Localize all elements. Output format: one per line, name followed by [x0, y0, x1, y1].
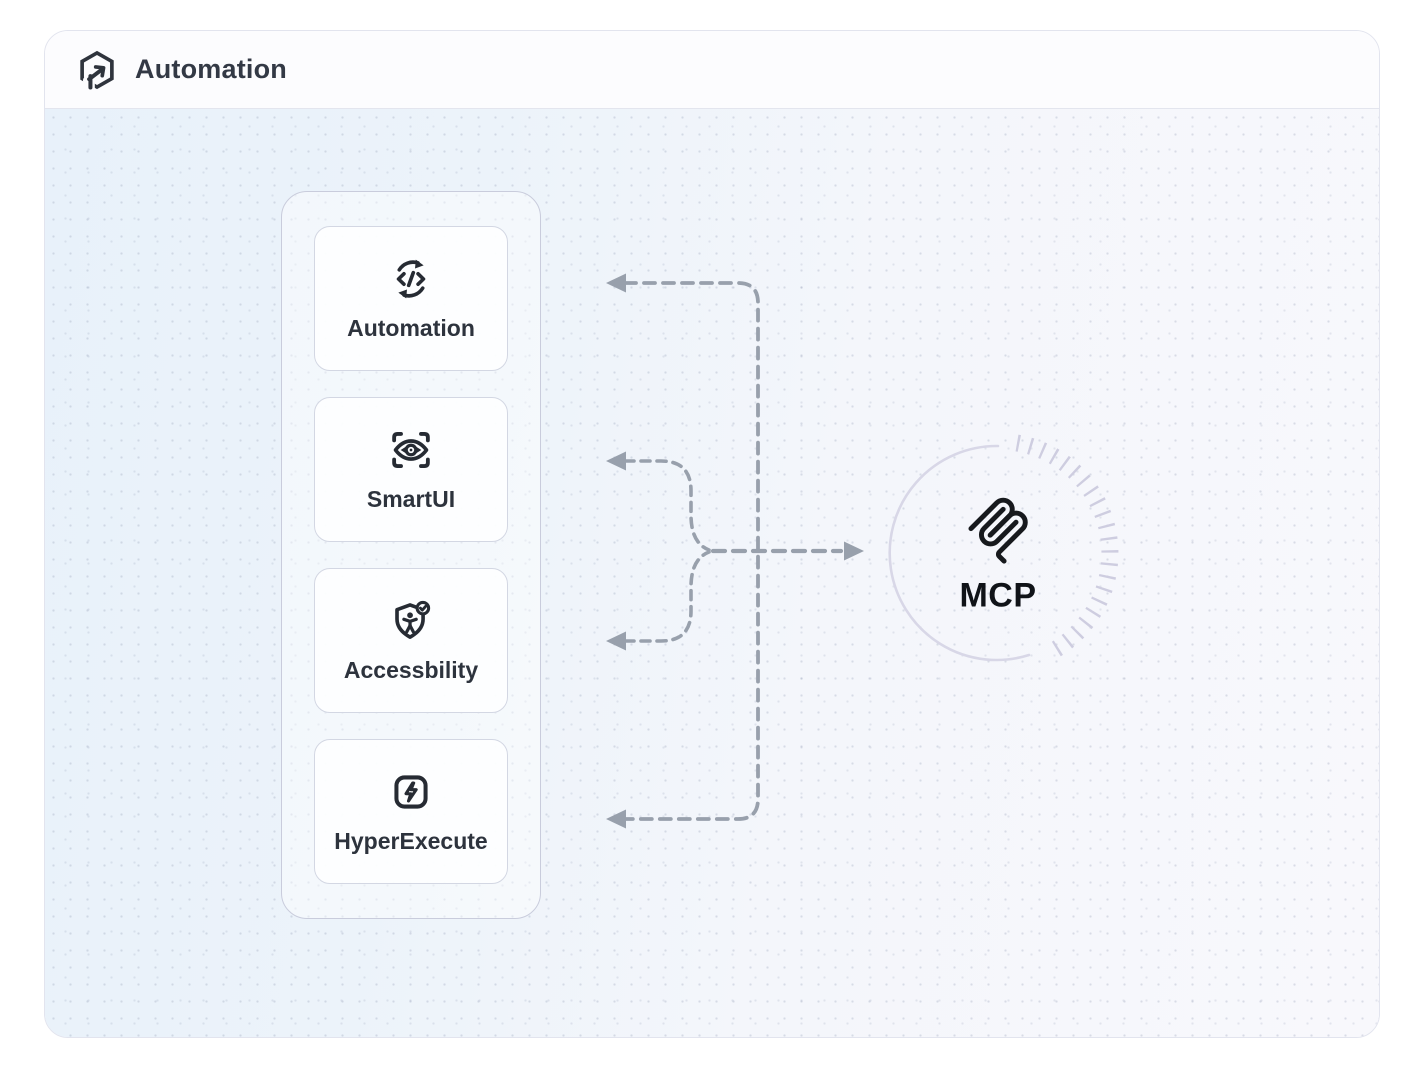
page-title: Automation: [135, 54, 287, 84]
mcp-node[interactable]: MCP: [959, 491, 1036, 616]
arrowhead-automation: [606, 273, 626, 293]
arrowhead-hyperexecute: [606, 809, 626, 829]
product-card-smartui[interactable]: SmartUI: [314, 397, 508, 542]
connector-lines: [606, 273, 1119, 829]
product-card-automation[interactable]: Automation: [314, 226, 508, 371]
mcp-ring-arc: [888, 444, 1031, 662]
product-card-hyperexecute[interactable]: HyperExecute: [314, 739, 508, 884]
product-label: SmartUI: [366, 485, 456, 512]
product-card-accessbility[interactable]: Accessbility: [314, 568, 508, 713]
header: Automation: [45, 31, 1379, 109]
product-label: HyperExecute: [334, 827, 488, 854]
eye-scan-icon: [388, 427, 434, 473]
mcp-label: MCP: [959, 576, 1037, 615]
mcp-ring-ticks: [1015, 434, 1119, 660]
product-label: Automation: [347, 314, 475, 341]
wire-automation-hyperexecute: [623, 281, 760, 821]
products-panel: Automation SmartUI: [281, 191, 541, 919]
arrowhead-mcp: [844, 541, 864, 561]
product-label: Accessbility: [343, 656, 479, 683]
wire-accessbility-branch: [623, 550, 711, 643]
arrowhead-smartui: [606, 451, 626, 471]
shield-accessibility-icon: [388, 598, 434, 644]
arrowhead-accessbility: [606, 631, 626, 651]
app-window: Automation: [44, 30, 1380, 1038]
diagram-canvas: Automation SmartUI: [45, 109, 1379, 1037]
code-sync-icon: [388, 256, 434, 302]
lambdatest-logo-icon[interactable]: [75, 48, 119, 92]
mcp-logo-icon: [960, 491, 1036, 567]
wire-smartui-branch: [623, 459, 711, 552]
lightning-square-icon: [388, 769, 434, 815]
